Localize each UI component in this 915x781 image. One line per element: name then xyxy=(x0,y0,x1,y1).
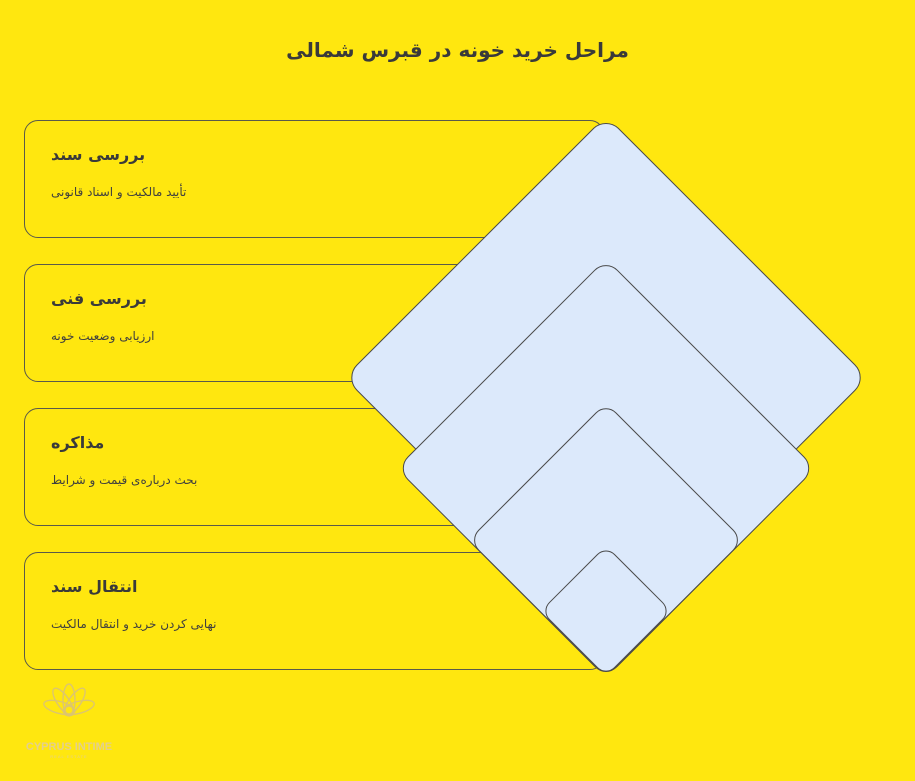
diagram-title: مراحل خرید خونه در قبرس شمالی xyxy=(286,38,629,62)
stage-3-title: مذاکره xyxy=(51,433,105,452)
logo-tagline: REAL ESTATE xyxy=(50,754,87,759)
stage-4-title: انتقال سند xyxy=(51,577,138,596)
stage-1-description: تأیید مالکیت و اسناد قانونی xyxy=(51,185,187,199)
company-logo: CYPRUS INTIME REAL ESTATE xyxy=(24,678,114,760)
stage-2-title: بررسی فنی xyxy=(51,289,147,308)
logo-wordmark: CYPRUS INTIME xyxy=(26,741,112,753)
stage-4-description: نهایی کردن خرید و انتقال مالکیت xyxy=(51,617,217,631)
lotus-icon: CYPRUS INTIME REAL ESTATE xyxy=(26,683,112,759)
diamond-level-4 xyxy=(545,550,667,672)
stage-2-description: ارزیابی وضعیت خونه xyxy=(51,329,155,343)
stage-1-title: بررسی سند xyxy=(51,145,146,164)
stage-3-description: بحث درباره‌ی قیمت و شرایط xyxy=(51,473,198,487)
diamond-level-3 xyxy=(474,408,738,673)
